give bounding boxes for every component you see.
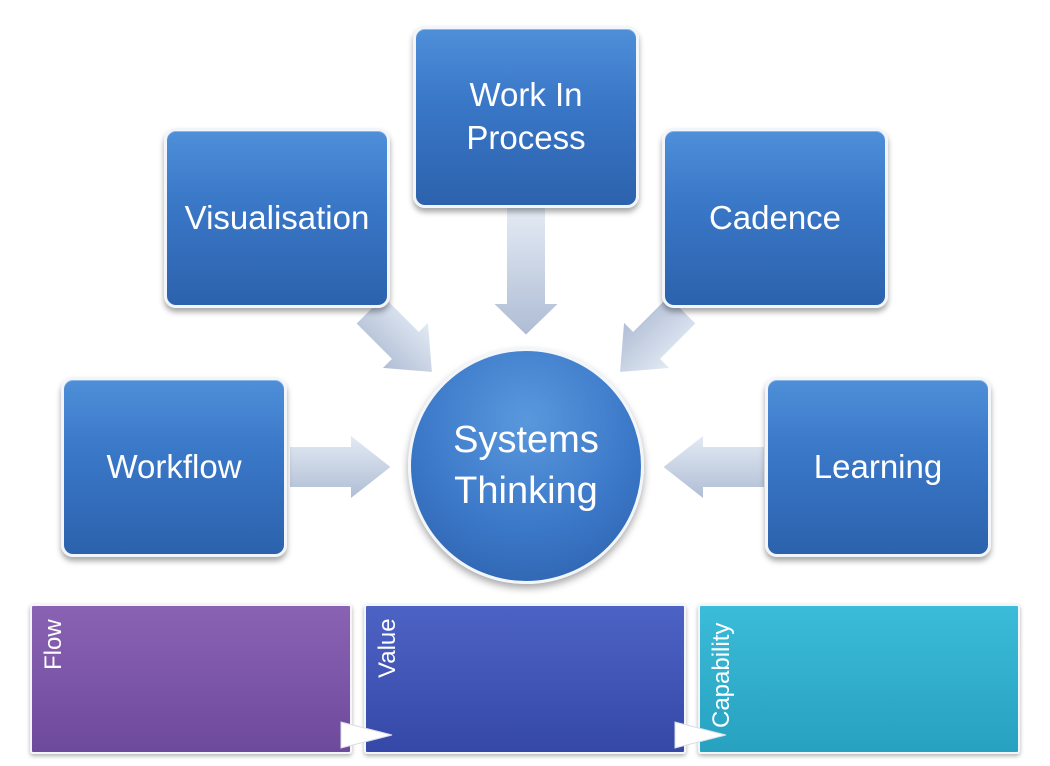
node-visualisation-label: Visualisation xyxy=(184,198,370,236)
band-arrow-flow-to-value xyxy=(340,721,393,749)
node-work-in-process-line2: Process xyxy=(466,119,586,156)
center-systems-thinking: Systems Thinking xyxy=(408,348,644,584)
arrow-workflow-to-center xyxy=(288,431,394,503)
center-line2: Thinking xyxy=(454,470,598,512)
band-value: Value xyxy=(364,604,686,754)
arrow-wip-to-center xyxy=(489,206,563,338)
arrow-learning-to-center xyxy=(660,431,766,503)
node-work-in-process-line1: Work In xyxy=(469,76,583,114)
band-flow: Flow xyxy=(30,604,352,754)
node-workflow: Workflow xyxy=(61,377,287,557)
node-learning: Learning xyxy=(765,377,991,557)
node-work-in-process: Work In Process xyxy=(413,26,639,208)
center-line1: Systems xyxy=(453,418,599,461)
band-capability: Capability xyxy=(698,604,1020,754)
node-cadence: Cadence xyxy=(662,128,888,308)
band-arrow-value-to-capability xyxy=(674,721,727,749)
node-cadence-label: Cadence xyxy=(708,198,842,236)
arrow-visualisation-to-center xyxy=(353,293,435,375)
node-workflow-label: Workflow xyxy=(106,447,242,485)
node-visualisation: Visualisation xyxy=(164,128,390,308)
node-learning-label: Learning xyxy=(813,447,943,485)
